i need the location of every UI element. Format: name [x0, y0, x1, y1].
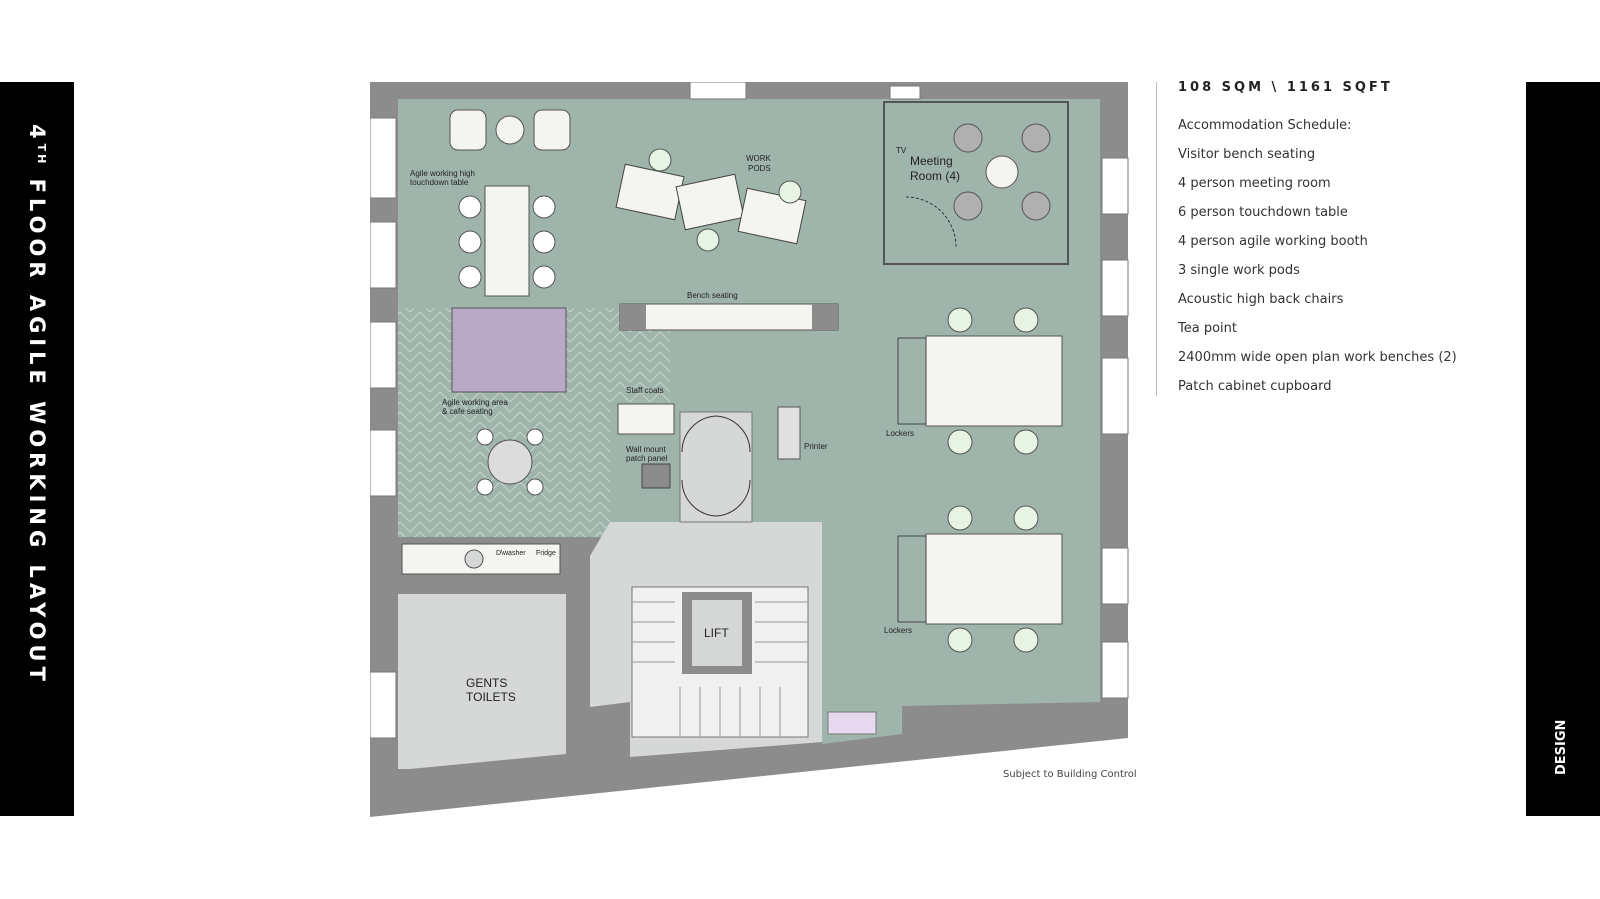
label-tv: TV	[896, 146, 907, 155]
label-printer: Printer	[804, 442, 828, 451]
printer	[777, 406, 801, 460]
label-bench-seating: Bench seating	[687, 291, 738, 300]
bench-seating	[619, 303, 839, 331]
label-agile-area-2: & cafe seating	[442, 407, 493, 416]
schedule-heading: Accommodation Schedule:	[1178, 118, 1352, 133]
section-label: DESIGN	[1554, 719, 1569, 775]
label-lockers-bottom: Lockers	[884, 626, 912, 635]
cafe-table	[487, 439, 533, 485]
schedule-item: Patch cabinet cupboard	[1178, 379, 1332, 394]
page-title: 4TH FLOOR AGILE WORKING LAYOUT	[25, 124, 49, 686]
visitor-table	[495, 115, 525, 145]
label-gents: GENTS	[466, 676, 507, 690]
building-control-note: Subject to Building Control	[1003, 769, 1137, 780]
schedule-item: 2400mm wide open plan work benches (2)	[1178, 350, 1457, 365]
schedule-item: 6 person touchdown table	[1178, 205, 1348, 220]
touchdown-table	[484, 185, 530, 297]
label-agile-touchdown: Agile working high	[410, 169, 475, 178]
label-gents-2: TOILETS	[466, 690, 516, 704]
floor-plan: Agile working high touchdown table WORK …	[370, 82, 1129, 817]
right-section-band	[1526, 82, 1600, 816]
work-bench-top	[925, 335, 1063, 427]
schedule-item: Acoustic high back chairs	[1178, 292, 1344, 307]
schedule-item: 3 single work pods	[1178, 263, 1300, 278]
label-staff-coats: Staff coats	[626, 386, 664, 395]
work-bench-bottom	[925, 533, 1063, 625]
label-meeting-room: Meeting	[910, 154, 953, 168]
label-work-pods: WORK	[746, 154, 772, 163]
window-bench	[827, 711, 877, 735]
schedule-item: Tea point	[1178, 321, 1237, 336]
lobby	[679, 411, 753, 523]
meeting-table	[985, 155, 1019, 189]
floor-area: 108 SQM \ 1161 SQFT	[1178, 80, 1393, 95]
accommodation-schedule: Accommodation Schedule: Visitor bench se…	[1178, 117, 1457, 407]
label-lockers-top: Lockers	[886, 429, 914, 438]
patch-panel	[641, 463, 671, 489]
label-dwasher: D\washer	[496, 550, 526, 557]
agile-booth	[451, 307, 567, 393]
label-fridge: Fridge	[536, 550, 556, 557]
label-agile-touchdown-2: touchdown table	[410, 178, 469, 187]
schedule-item: Visitor bench seating	[1178, 147, 1316, 162]
schedule-item: 4 person agile working booth	[1178, 234, 1368, 249]
lift-car	[692, 600, 742, 666]
schedule-item: 4 person meeting room	[1178, 176, 1331, 191]
staff-coats	[617, 403, 675, 435]
toilets-floor	[398, 594, 566, 769]
label-wall-mount-2: patch panel	[626, 454, 668, 463]
lockers-top-unit	[897, 337, 927, 425]
lobby-door	[681, 415, 751, 517]
left-title-band	[0, 82, 74, 816]
info-divider	[1156, 82, 1157, 396]
label-wall-mount: Wall mount	[626, 445, 666, 454]
label-agile-area: Agile working area	[442, 398, 508, 407]
label-meeting-room-2: Room (4)	[910, 169, 960, 183]
label-work-pods-2: PODS	[748, 164, 771, 173]
lockers-bottom-unit	[897, 535, 927, 623]
label-lift: LIFT	[704, 626, 729, 640]
